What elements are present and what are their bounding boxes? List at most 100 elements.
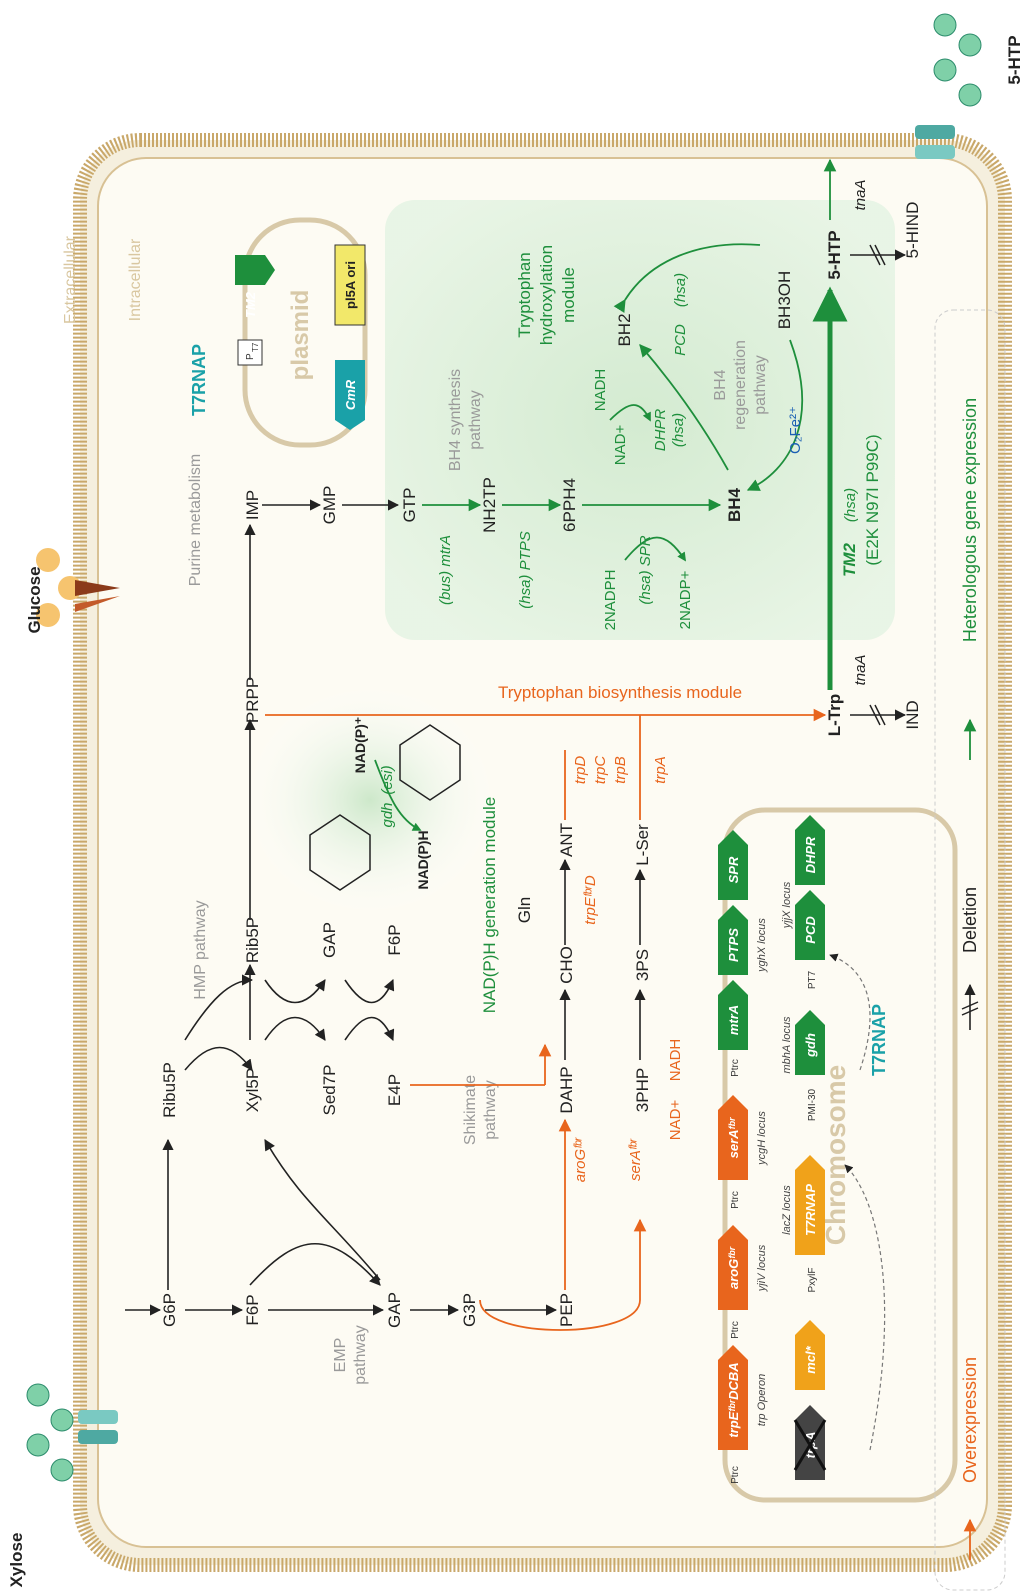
- gdh-enzyme: gdh: [379, 802, 396, 827]
- gdh-src: (esi): [379, 765, 396, 794]
- trpd-enzyme: trpD: [572, 756, 589, 785]
- tm2-mutations: (E2K N97I P99C): [863, 434, 882, 565]
- legend-heterologous: Heterologous gene expression: [960, 398, 980, 642]
- dhpr-src: (hsa): [670, 413, 687, 447]
- prpp-node: PRPP: [243, 677, 262, 723]
- bh4-regen-label-2: regeneration: [732, 340, 749, 430]
- gene-gdh: gdh: [803, 1033, 818, 1058]
- bh4-regen-label-1: BH4: [712, 369, 729, 400]
- nad-plus-ser: NAD+: [667, 1100, 684, 1141]
- prom-pmi30: PMI-30: [807, 1088, 818, 1121]
- plasmid-promoter-sub: T7: [251, 342, 260, 352]
- imp-node: IMP: [243, 490, 262, 520]
- emp-pathway-label-2: pathway: [352, 1325, 369, 1385]
- nadph-module-title: NAD(P)H generation module: [480, 797, 499, 1013]
- hydroxylation-module-title-3: module: [559, 267, 578, 323]
- prom-pt7: PT7: [807, 970, 818, 989]
- locus-lacz: lacZ locus: [781, 1185, 793, 1235]
- glucose-label: Glucose: [25, 566, 44, 633]
- bh4-synthesis-label-1: BH4 synthesis: [447, 369, 464, 471]
- tryptophan-module-title: Tryptophan biosynthesis module: [498, 683, 742, 702]
- gluconolactone-molecule: [399, 724, 461, 801]
- rib5p-node: Rib5P: [243, 917, 262, 963]
- shikimate-pathway-label-2: pathway: [482, 1080, 499, 1140]
- chromosome: Chromosome trpEᶠᵇʳDCBA aroGᶠᵇʳ serAᶠᵇʳ m…: [718, 807, 958, 1503]
- plasmid-promoter: P: [245, 353, 256, 360]
- ltrp-node: L-Trp: [825, 694, 844, 737]
- locus-yghx: yghX locus: [756, 918, 768, 973]
- cho-node: CHO: [557, 946, 576, 984]
- f6p2-node: F6P: [385, 924, 404, 955]
- bh2-node: BH2: [615, 313, 634, 346]
- tm2-enzyme: TM2: [840, 542, 859, 577]
- locus-yjiv: yjiV locus: [756, 1244, 768, 1292]
- pcd-enzyme: PCD: [672, 324, 689, 356]
- htp-out-label: 5-HTP: [1005, 35, 1024, 84]
- sed7p-node: Sed7P: [320, 1064, 339, 1115]
- trpe-enzyme: trpEᶠᵇʳD: [582, 875, 599, 925]
- ptps-enzyme: (hsa) PTPS: [517, 531, 534, 609]
- locus-yjjx: yjjX locus: [781, 881, 793, 929]
- gene-pcd: PCD: [803, 916, 818, 944]
- plasmid-cmr: CmR: [343, 379, 358, 410]
- gmp-node: GMP: [320, 486, 339, 525]
- nadph-module-bg: [250, 690, 490, 910]
- xylose-label: Xylose: [7, 1533, 26, 1588]
- hind-node: 5-HIND: [903, 202, 922, 259]
- prom-2: Ptrc: [730, 1321, 741, 1339]
- xyl5p-node: Xyl5P: [243, 1068, 262, 1112]
- php3-node: 3PHP: [633, 1068, 652, 1112]
- plasmid: TM2 pl5A ori CmR P T7 plasmid T7RNAP: [189, 217, 368, 448]
- plasmid-t7rnap: T7RNAP: [189, 344, 209, 416]
- trpa-enzyme: trpA: [652, 756, 669, 784]
- legend-deletion: Deletion: [960, 887, 980, 953]
- nadh-regen: NADH: [592, 369, 609, 412]
- plasmid-ori: pl5A ori: [343, 261, 358, 309]
- purine-pathway-label: Purine metabolism: [187, 454, 204, 587]
- nh2tp-node: NH2TP: [480, 477, 499, 533]
- gene-t7rnap: T7RNAP: [803, 1184, 818, 1236]
- legend: Overexpression Deletion Heterologous gen…: [934, 309, 1006, 1591]
- hmp-pathway-label: HMP pathway: [192, 900, 209, 999]
- glucose-transporter: Glucose: [25, 548, 120, 634]
- nadph2-label: 2NADPH: [602, 570, 619, 631]
- gap-node: GAP: [385, 1292, 404, 1328]
- ps3-node: 3PS: [633, 949, 652, 981]
- chromosome-title: Chromosome: [820, 1065, 851, 1245]
- spr-enzyme: (hsa) SPR: [637, 535, 654, 604]
- locus-trp: trp Operon: [756, 1374, 768, 1427]
- gap2-node: GAP: [320, 922, 339, 958]
- hydroxylation-module-bg: [385, 200, 895, 640]
- g6p-node: G6P: [160, 1293, 179, 1327]
- legend-overexpression: Overexpression: [960, 1357, 980, 1483]
- bh4-node: BH4: [725, 487, 744, 522]
- gene-ptps: PTPS: [726, 928, 741, 962]
- mtra-enzyme: (bus) mtrA: [437, 535, 454, 605]
- prom-1: Ptrc: [730, 1466, 741, 1484]
- pph4-node: 6PPH4: [560, 478, 579, 532]
- hydroxylation-module-title-2: hydroxylation: [537, 245, 556, 345]
- bh4-synthesis-label-2: pathway: [467, 390, 484, 450]
- gene-sera: serAᶠᵇʳ: [726, 1116, 741, 1158]
- prom-3: Ptrc: [730, 1191, 741, 1209]
- dhpr-enzyme: DHPR: [652, 409, 669, 452]
- o2fe-label: O₂Fe²⁺: [787, 406, 804, 454]
- gene-arog: aroGᶠᵇʳ: [726, 1246, 741, 1290]
- dahp-node: DAHP: [557, 1066, 576, 1113]
- ribu5p-node: Ribu5P: [160, 1062, 179, 1118]
- locus-mbha: mbhA locus: [781, 1016, 793, 1074]
- tnaa-enzyme-1: tnaA: [852, 655, 869, 686]
- gtp-node: GTP: [400, 488, 419, 523]
- xylose-transporter: Xylose: [7, 1383, 118, 1588]
- htp-transporter: 5-HTP: [915, 13, 1024, 159]
- prom-pxylf: PxylF: [807, 1268, 818, 1293]
- nad-plus-regen: NAD+: [612, 425, 629, 466]
- sera-enzyme: serAᶠᵇʳ: [627, 1138, 644, 1181]
- trpc-enzyme: trpC: [592, 756, 609, 785]
- prom-4: Ptrc: [730, 1059, 741, 1077]
- nadph-label: NAD(P)H: [415, 830, 431, 889]
- gln-node: Gln: [515, 897, 534, 923]
- hydroxylation-module-title-1: Tryptophan: [515, 252, 534, 337]
- nadp2-label: 2NADP+: [677, 570, 694, 629]
